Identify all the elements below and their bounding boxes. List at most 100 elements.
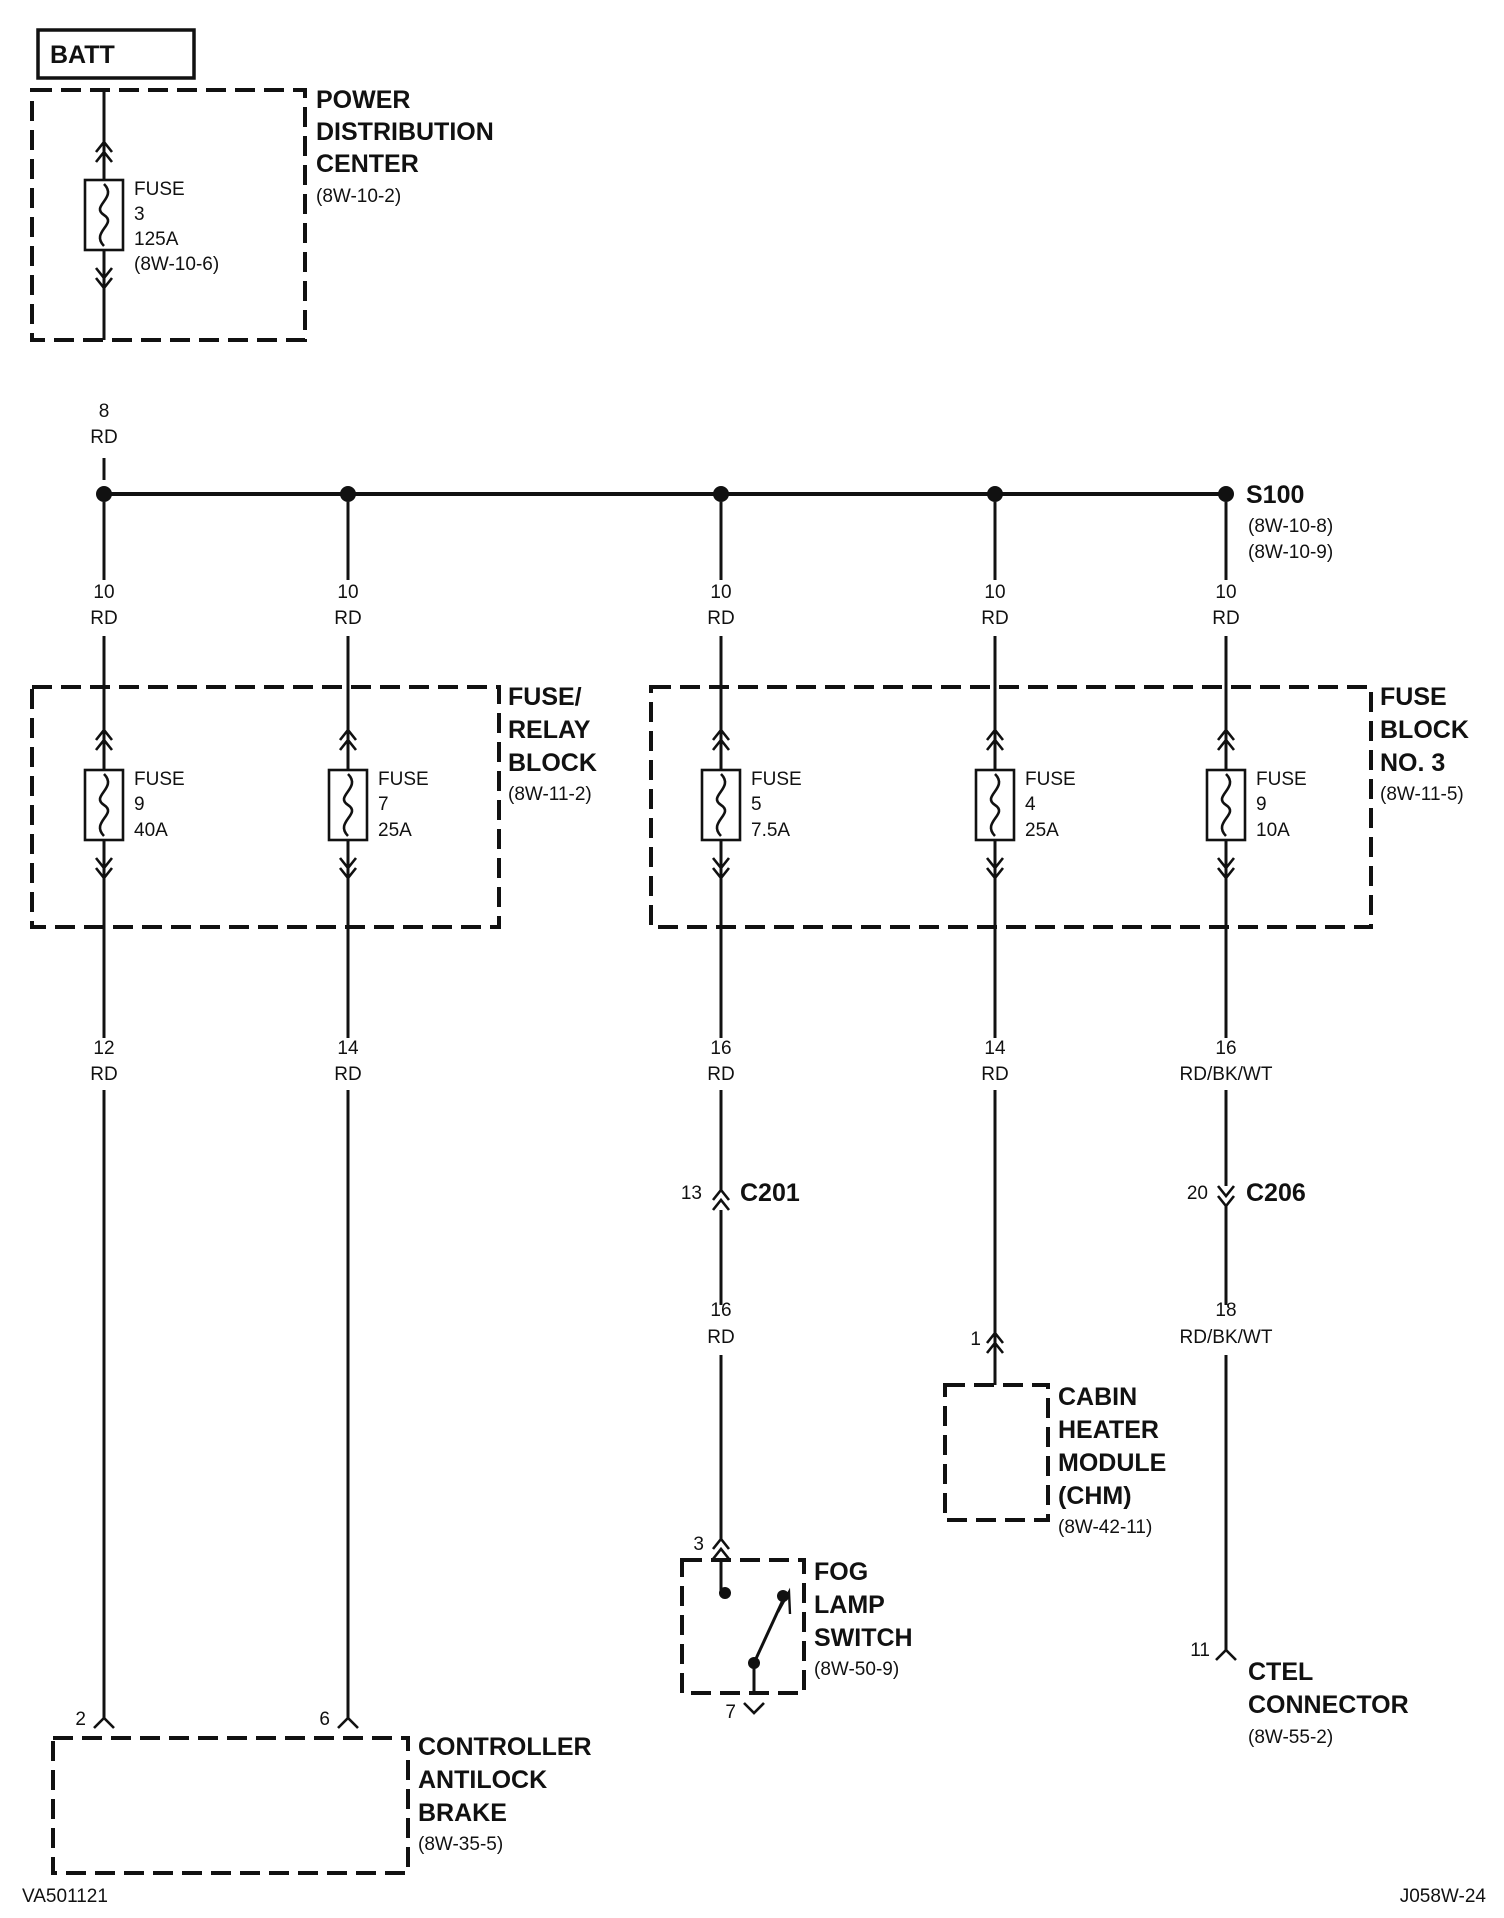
batt-label: BATT <box>50 41 115 69</box>
fuse-terminal-top-a-5 <box>1216 727 1236 741</box>
fuse-terminal-top-a-3 <box>711 727 731 741</box>
ctel-title-1: CTEL <box>1248 1658 1313 1686</box>
branch-columns: 10RDFUSE940A12RD10RDFUSE725A14RD10RDFUSE… <box>83 502 1307 1085</box>
fuse-number-1: 9 <box>134 794 145 815</box>
fuse-terminal-top-a-4 <box>985 727 1005 741</box>
fuse-number-5: 9 <box>1256 794 1267 815</box>
pdc-title-2: DISTRIBUTION <box>316 118 494 146</box>
cab-title-1: CONTROLLER <box>418 1733 592 1761</box>
ctel-pin: 11 <box>1190 1640 1210 1661</box>
chm-title-2: HEATER <box>1058 1416 1159 1444</box>
lower-wire-gauge-5: 16 <box>1215 1038 1236 1059</box>
fog-switch-pin-out: 7 <box>725 1702 736 1723</box>
branch-wire-gauge-5: 10 <box>1215 582 1236 603</box>
chm-title-3: MODULE <box>1058 1449 1166 1477</box>
feed-wire-gauge: 8 <box>99 401 110 422</box>
c206-connector <box>1216 1185 1236 1209</box>
fuse-terminal-top-a-1 <box>94 727 114 741</box>
pdc-title-1: POWER <box>316 86 410 114</box>
fb3-title-3: NO. 3 <box>1380 749 1445 777</box>
fog-switch-terminal-out <box>743 1702 765 1715</box>
pdc-outline <box>30 88 307 342</box>
fuse-rating-3: 7.5A <box>751 820 790 841</box>
pdc-ref: (8W-10-2) <box>316 186 401 207</box>
fuse-rating-4: 25A <box>1025 820 1059 841</box>
lower-wire-color-2: RD <box>334 1064 361 1085</box>
lower-wire-color-3: RD <box>707 1064 734 1085</box>
branch-wire-color-1: RD <box>90 608 117 629</box>
fuse-label-4: FUSE <box>1025 769 1076 790</box>
fog-switch-title-2: LAMP <box>814 1591 885 1619</box>
splice-dot-2 <box>340 486 356 502</box>
fuse-link-2 <box>342 773 354 837</box>
lower-wire-gauge-3: 16 <box>710 1038 731 1059</box>
pdc-fuse-ref: (8W-10-6) <box>134 254 219 275</box>
pdc-fuse-number: 3 <box>134 204 145 225</box>
fuse-link-3 <box>715 773 727 837</box>
fuse-terminal-top-b-4 <box>985 737 1005 751</box>
splice-dot-5 <box>1218 486 1234 502</box>
cab-ref: (8W-35-5) <box>418 1834 503 1855</box>
frb-title-3: BLOCK <box>508 749 597 777</box>
fuse-number-3: 5 <box>751 794 762 815</box>
splice-dot-4 <box>987 486 1003 502</box>
cab-pin-2: 6 <box>319 1709 330 1730</box>
fuse-link-5 <box>1220 773 1232 837</box>
footer-left-code: VA501121 <box>22 1886 108 1907</box>
fuse-terminal-top-a-2 <box>338 727 358 741</box>
pdc-fuse-terminal-top <box>94 139 114 163</box>
fog-switch-pin-in: 3 <box>693 1534 704 1555</box>
fb3-title-2: BLOCK <box>1380 716 1469 744</box>
fog-switch-outline <box>680 1558 806 1695</box>
fog-switch-title-3: SWITCH <box>814 1624 913 1652</box>
branch-wire-color-3: RD <box>707 608 734 629</box>
splice-dot-1 <box>96 486 112 502</box>
lower-wire-color-4: RD <box>981 1064 1008 1085</box>
splice-name: S100 <box>1246 481 1304 509</box>
branch-wire-gauge-4: 10 <box>984 582 1005 603</box>
fuse-terminal-top-b-1 <box>94 737 114 751</box>
fuse-label-2: FUSE <box>378 769 429 790</box>
footer-right-code: J058W-24 <box>1400 1886 1487 1907</box>
fb3-title-1: FUSE <box>1380 683 1447 711</box>
splice-ref-2: (8W-10-9) <box>1248 542 1333 563</box>
fuse-rating-2: 25A <box>378 820 412 841</box>
fog-wire-color: RD <box>707 1327 734 1348</box>
cab-terminal-1 <box>93 1716 115 1729</box>
fb3-ref: (8W-11-5) <box>1380 784 1464 805</box>
lower-wire-gauge-2: 14 <box>337 1038 359 1059</box>
feed-wire-color: RD <box>90 427 117 448</box>
fuse-terminal-top-b-2 <box>338 737 358 751</box>
fuse-terminal-top-b-5 <box>1216 737 1236 751</box>
ctel-wire-color: RD/BK/WT <box>1180 1327 1273 1348</box>
branch-wire-gauge-3: 10 <box>710 582 731 603</box>
frb-title-2: RELAY <box>508 716 591 744</box>
pdc-title-3: CENTER <box>316 150 419 178</box>
c206-name: C206 <box>1246 1179 1306 1207</box>
splice-ref-1: (8W-10-8) <box>1248 516 1333 537</box>
c201-name: C201 <box>740 1179 800 1207</box>
fuse-link-1 <box>98 773 110 837</box>
lower-wire-color-5: RD/BK/WT <box>1180 1064 1273 1085</box>
fuse-relay-block-outline <box>30 685 501 929</box>
fuse-number-4: 4 <box>1025 794 1036 815</box>
chm-title-1: CABIN <box>1058 1383 1137 1411</box>
cab-terminal-2 <box>337 1716 359 1729</box>
frb-ref: (8W-11-2) <box>508 784 592 805</box>
fuse-rating-5: 10A <box>1256 820 1290 841</box>
branch-wire-gauge-2: 10 <box>337 582 358 603</box>
lower-wire-gauge-1: 12 <box>93 1038 114 1059</box>
branch-wire-gauge-1: 10 <box>93 582 114 603</box>
branch-wire-color-4: RD <box>981 608 1008 629</box>
fuse-link-4 <box>989 773 1001 837</box>
lower-wire-color-1: RD <box>90 1064 117 1085</box>
pdc-fuse-link <box>98 183 110 247</box>
ctel-wire-gauge: 18 <box>1215 1300 1236 1321</box>
fuse-number-2: 7 <box>378 794 389 815</box>
ctel-terminal <box>1215 1648 1237 1661</box>
fog-switch-contact-top <box>719 1587 731 1599</box>
fog-switch-blade-arrow <box>776 1587 792 1615</box>
batt-box <box>36 28 196 80</box>
chm-pin: 1 <box>970 1329 981 1350</box>
